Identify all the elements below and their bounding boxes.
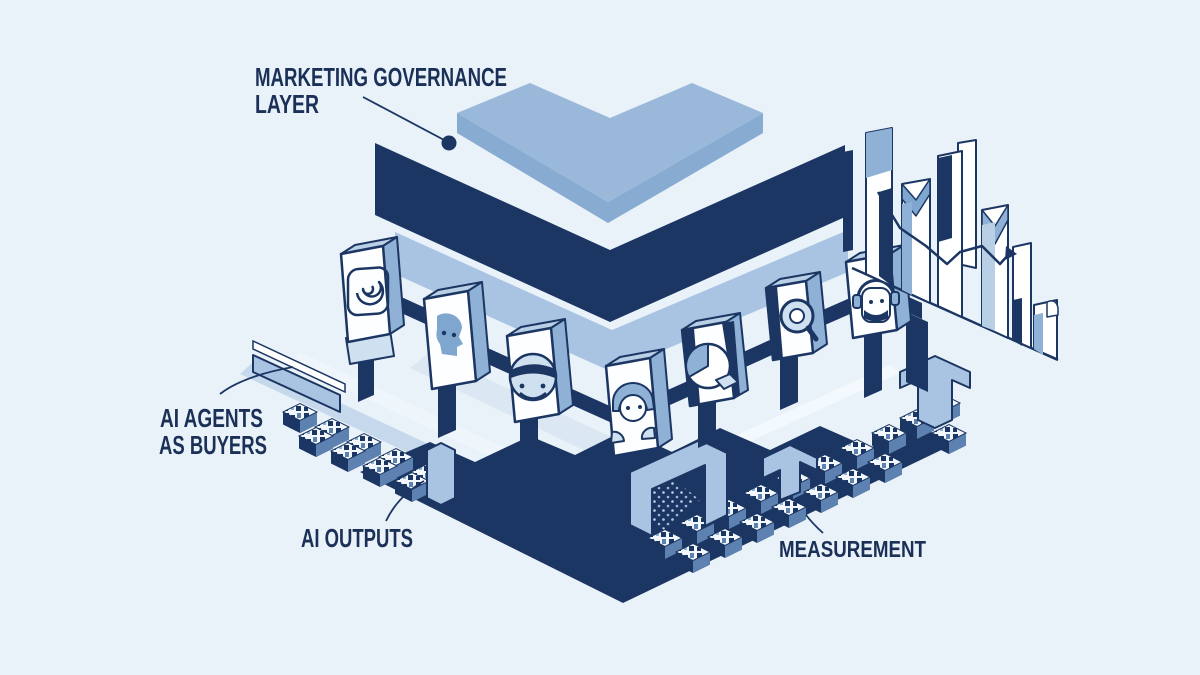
chart-bar (865, 127, 893, 287)
floor-arches (252, 354, 971, 537)
trend-line (876, 191, 1010, 266)
small-arch (426, 442, 456, 506)
left-beam (252, 354, 341, 413)
agent-box-4 (604, 348, 673, 458)
search-agent-icon (779, 298, 819, 342)
chevron-slab-top (457, 83, 763, 202)
agent-box-5 (680, 312, 749, 408)
governance-leader-line (362, 96, 447, 142)
governance-label-line2: LAYER (255, 89, 319, 119)
isometric-bar-chart (843, 127, 1059, 362)
chart-bar (1012, 242, 1032, 349)
center-arch (629, 439, 728, 537)
measurement-label: MEASUREMENT (779, 536, 926, 562)
analytics-orb-icon (684, 342, 739, 390)
agent-box-1 (339, 236, 405, 365)
right-arch (762, 444, 818, 501)
chevron-navy-band (375, 143, 845, 322)
agents-label-line2: AS BUYERS (159, 430, 267, 460)
agent-box-2 (422, 281, 491, 391)
chevron-shadow (395, 230, 848, 372)
annotations: MARKETING GOVERNANCE LAYER AI AGENTS AS … (159, 62, 926, 562)
governance-layer-stack (375, 83, 848, 372)
governance-label-line1: MARKETING GOVERNANCE (255, 62, 507, 92)
assistant-agent-icon (610, 381, 656, 444)
agents-leader-line (219, 366, 294, 395)
profile-agent-icon (436, 313, 463, 356)
trend-arrow (1005, 246, 1017, 260)
agents-label-line1: AI AGENTS (160, 403, 263, 433)
camera-agent-icon (346, 266, 390, 317)
agent-box-6 (764, 271, 828, 362)
chart-bar (981, 204, 1009, 339)
chart-bar (1033, 299, 1059, 360)
governance-leader-dot (441, 135, 457, 151)
outputs-label: AI OUTPUTS (301, 523, 413, 553)
agent-box-3 (505, 318, 574, 424)
support-bot-icon (852, 278, 900, 323)
robot-agent-icon (508, 352, 558, 402)
measurement-leader-line (805, 514, 824, 534)
left-track (252, 339, 346, 394)
outputs-leader-line (385, 480, 425, 522)
chart-bar (901, 178, 931, 304)
chevron-slab-front (457, 113, 763, 223)
chart-bar (937, 150, 963, 318)
